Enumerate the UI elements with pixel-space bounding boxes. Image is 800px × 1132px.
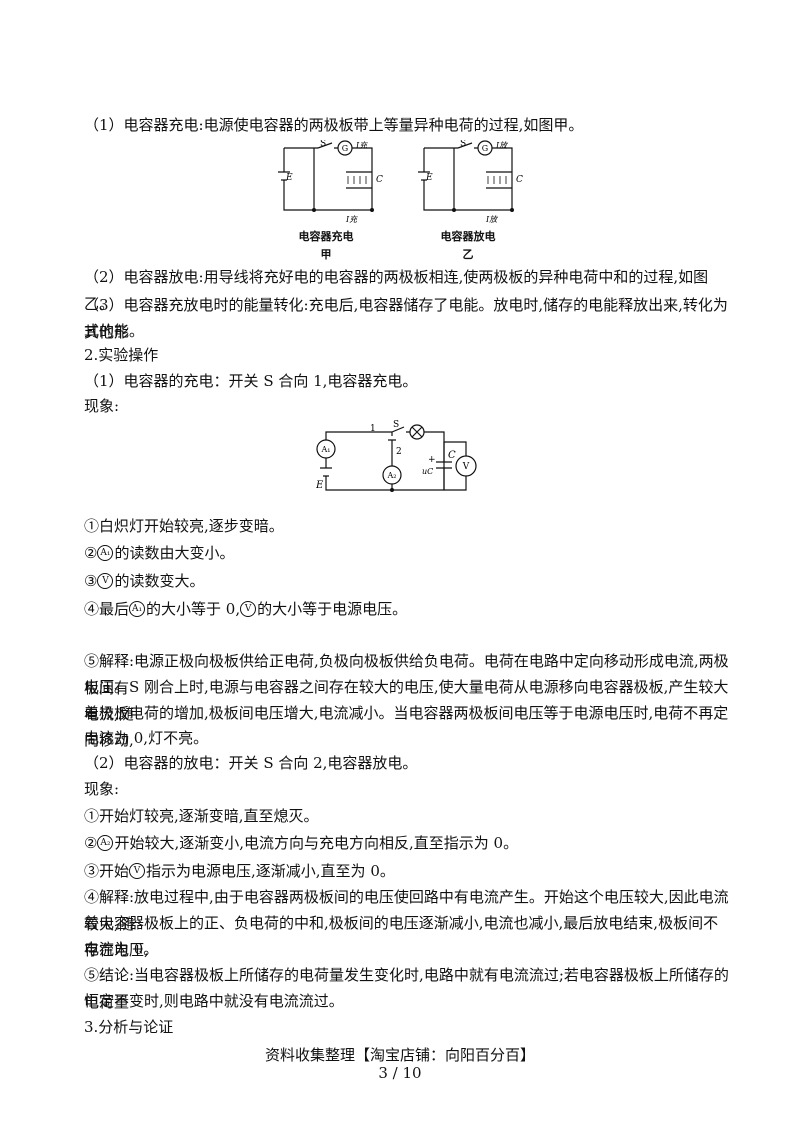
voltmeter-symbol: V — [129, 863, 146, 879]
discharge-definition: （2）电容器放电:用导线将充好电的电容器的两极板相连,使两极板的异种电荷中和的过… — [84, 268, 709, 313]
switch-pos-1: 1 — [370, 424, 376, 434]
ammeter-a1-symbol: A₁ — [129, 601, 146, 617]
charge-explanation-line2: 电压。S 刚合上时,电源与电容器之间存在较大的电压,使大量电荷从电源移向电容器极… — [84, 678, 729, 723]
discharge-explanation-line3: 电流为 0。 — [84, 940, 159, 958]
phenomena-label-2: 现象: — [84, 780, 120, 798]
current-label-bottom: I充 — [345, 215, 358, 224]
capacitor-label: C — [448, 450, 456, 461]
capacitor-voltage-label: uC — [422, 467, 433, 476]
energy-conversion-line2: 式的能。 — [84, 322, 145, 340]
figure-experiment-circuit: A₁ A₂ V 1 2 S E + uC C — [316, 420, 477, 492]
switch-label: S — [393, 420, 399, 430]
voltmeter-label: V — [462, 462, 470, 472]
section-heading-analysis: 3.分析与论证 — [84, 1018, 174, 1036]
charge-phenomenon-1: ①白炽灯开始较亮,逐步变暗。 — [84, 517, 284, 535]
footer-source: 资料收集整理【淘宝店铺：向阳百分百】 — [264, 1046, 535, 1064]
discharge-explanation-line1: ④解释:放电过程中,由于电容器两极板间的电压使回路中有电流产生。开始这个电压较大… — [84, 888, 729, 933]
page-number: 3 / 10 — [378, 1064, 422, 1082]
ammeter-a2-label: A₂ — [387, 471, 397, 480]
current-label-top: I充 — [355, 141, 368, 150]
capacitor-label: C — [516, 175, 523, 185]
conclusion-line2: 恒定不变时,则电路中就没有电流流过。 — [84, 992, 344, 1010]
voltmeter-symbol: V — [97, 573, 114, 589]
ammeter-a1-symbol: A₁ — [97, 545, 114, 561]
switch-label: S — [460, 140, 466, 149]
figure-charging-circuit: G S E I充 C I充 — [278, 140, 383, 224]
section-heading-experiment: 2.实验操作 — [84, 346, 159, 364]
phenomena-label: 现象: — [84, 397, 120, 415]
current-label-top: I放 — [495, 141, 509, 150]
switch-label: S — [320, 140, 326, 149]
figure-jia-label: 甲 — [320, 248, 332, 261]
charge-explanation-line3: 着极板电荷的增加,极板间电压增大,电流减小。当电容器两极板间电压等于电源电压时,… — [84, 704, 729, 749]
charge-explanation-line1: ⑤解释:电源正极向极板供给正电荷,负极向极板供给负电荷。电荷在电路中定向移动形成… — [84, 652, 729, 697]
emf-label: E — [425, 173, 433, 183]
figure-yi-caption: 电容器放电 — [440, 230, 496, 243]
figure-yi-label: 乙 — [462, 248, 474, 261]
capacitor-label: C — [376, 175, 383, 185]
figure-discharging-circuit: G S E I放 C I放 — [418, 140, 523, 224]
plus-sign: + — [428, 455, 436, 465]
current-label-bottom: I放 — [485, 215, 499, 224]
galvanometer-label: G — [342, 144, 348, 153]
emf-label: E — [316, 480, 324, 491]
figure-jia-caption: 电容器充电 — [298, 230, 354, 243]
emf-label: E — [285, 173, 293, 183]
charge-definition: （1）电容器充电:电源使电容器的两极板带上等量异种电荷的过程,如图甲。 — [84, 116, 584, 134]
galvanometer-label: G — [482, 144, 488, 153]
charge-explanation-line4: 电流为 0,灯不亮。 — [84, 729, 209, 747]
energy-conversion-line1: （3）电容器充放电时的能量转化:充电后,电容器储存了电能。放电时,储存的电能释放… — [84, 296, 728, 341]
conclusion-line1: ⑤结论:当电容器极板上所储存的电荷量发生变化时,电路中就有电流流过;若电容器极板… — [84, 966, 729, 1011]
ammeter-a2-symbol: A₂ — [97, 835, 114, 851]
charge-operation: （1）电容器的充电：开关 S 合向 1,电容器充电。 — [84, 372, 418, 390]
discharge-phenomenon-1: ①开始灯较亮,逐渐变暗,直至熄灭。 — [84, 807, 319, 825]
ammeter-a1-label: A₁ — [321, 445, 331, 454]
discharge-operation: （2）电容器的放电：开关 S 合向 2,电容器放电。 — [84, 754, 418, 772]
voltmeter-symbol: V — [240, 601, 257, 617]
discharge-explanation-line2: 着电容器极板上的正、负电荷的中和,极板间的电压逐渐减小,电流也减小,最后放电结束… — [84, 914, 719, 959]
switch-pos-2: 2 — [396, 447, 402, 457]
